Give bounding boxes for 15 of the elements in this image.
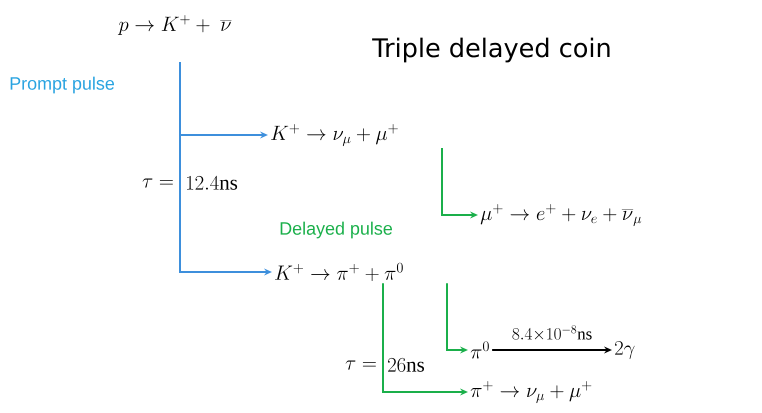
reaction-formula: $\pi^{+} \rightarrow \nu_{\mu} + \mu^{+}$	[470, 381, 592, 404]
pulse-label: Prompt pulse	[10, 76, 114, 94]
edge-label: $8.4{\times}10^{-8}\mathrm{ns}$	[512, 325, 592, 340]
lifetime-label: $\tau =$	[142, 178, 173, 188]
lifetime-label: $\tau =$	[346, 360, 376, 370]
reaction-formula: $K^{+} \rightarrow \nu_{\mu} + \mu^{+}$	[271, 124, 398, 146]
reaction-formula: $p \rightarrow K^{+} + \ \overline{\nu}$	[118, 15, 232, 35]
title: Triple delayed coin	[372, 38, 610, 62]
reaction-formula: $\pi^{0}$	[470, 341, 489, 359]
pulse-label: Delayed pulse	[280, 222, 392, 238]
lifetime-label: $26\mathrm{ns}$	[388, 358, 424, 372]
reaction-formula: $2\gamma$	[615, 341, 635, 360]
reaction-formula: $\mu^{+} \rightarrow e^{+} + \nu_{e} + \overline{\nu}_{\mu}$	[480, 204, 642, 226]
lifetime-label: $12.4\mathrm{ns}$	[187, 176, 238, 190]
reaction-formula: $K^{+} \rightarrow \pi^{+} + \pi^{0}$	[275, 262, 403, 282]
